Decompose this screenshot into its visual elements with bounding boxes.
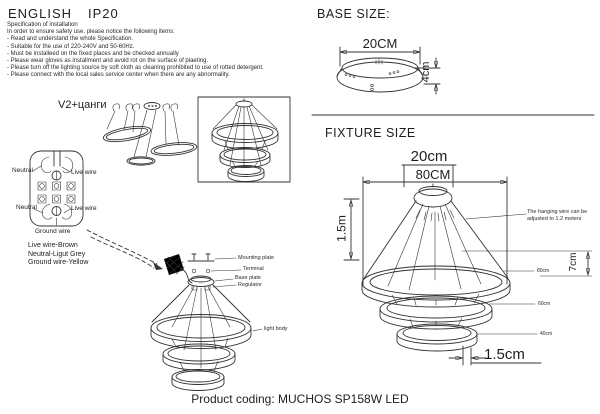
spec-block: Specification of installation In order t… <box>7 22 264 80</box>
spec-item: - Please wear gloves as installment and … <box>7 58 209 65</box>
hanging-wire-note: The hanging wire can be adjusted to 1.2 … <box>527 209 588 222</box>
spec-item: - Suitable for the use of 220-240V and 5… <box>7 43 135 50</box>
spec-item: - Read and understand the whole Specific… <box>7 36 134 43</box>
legend-neutral: Neutral-Ligut Grey <box>28 250 86 258</box>
spec-item: - Please turn off the lighting source by… <box>7 65 264 72</box>
terminal-block-drawing <box>29 150 84 227</box>
variant-label: V2+цанги <box>58 99 107 111</box>
ring2-diameter-label: 60cm <box>538 301 551 307</box>
dashed-arrow <box>86 229 163 270</box>
spec-item: - Please connect with the local sales se… <box>7 72 230 79</box>
ring1-diameter-label: 80cm <box>537 268 550 274</box>
base-plate-label: Base plate <box>235 275 261 281</box>
mounting-plate-label: Mounting plate <box>238 255 275 261</box>
canopy-width-dimension: 20cm <box>410 148 448 165</box>
spec-intro: In order to ensure safety use, please no… <box>7 29 175 36</box>
regulator-label: Regulator <box>238 282 262 288</box>
live-wire-bottom-label: Live wire <box>71 205 97 212</box>
wire-color-legend: Live wire-Brown Neutral-Ligut Grey Groun… <box>28 242 88 268</box>
live-wire-top-label: Live wire <box>71 169 97 176</box>
ground-wire-label: Ground wire <box>35 228 71 235</box>
ip-rating-label: IP20 <box>88 6 119 21</box>
neutral-top-label: Neutral <box>12 167 33 174</box>
fixture-height-dimension: 1.5m <box>334 215 349 242</box>
base-height-dimension: 4cm <box>420 61 432 83</box>
neutral-bottom-label: Neutral <box>16 204 37 211</box>
light-body-label: light body <box>264 326 288 332</box>
legend-ground: Ground wire-Yellow <box>28 259 89 266</box>
v2-rings-drawing <box>102 102 198 166</box>
pendant-box-drawing <box>197 96 291 183</box>
terminal-label: Terminal <box>243 266 264 272</box>
product-coding: Product coding: MUCHOS SP158W LED <box>191 392 409 406</box>
base-width-dimension: 20CM <box>362 36 398 51</box>
language-label: ENGLISH <box>8 6 73 21</box>
spec-title: Specification of installation <box>7 22 78 28</box>
ring-thickness-dimension: 1.5cm <box>484 346 525 363</box>
base-size-title: BASE SIZE: <box>317 7 391 21</box>
legend-live: Live wire-Brown <box>28 242 78 249</box>
ring3-diameter-label: 40cm <box>540 331 553 337</box>
fixture-drawing <box>343 164 593 366</box>
ring-height-dimension: 7cm <box>568 252 579 272</box>
assembly-drawing <box>150 253 263 391</box>
fixture-size-title: FIXTURE SIZE <box>325 126 416 140</box>
overall-width-dimension: 80CM <box>415 167 451 182</box>
spec-item: - Must be installeed on the fixed places… <box>7 50 179 57</box>
base-plate-drawing <box>336 46 441 95</box>
